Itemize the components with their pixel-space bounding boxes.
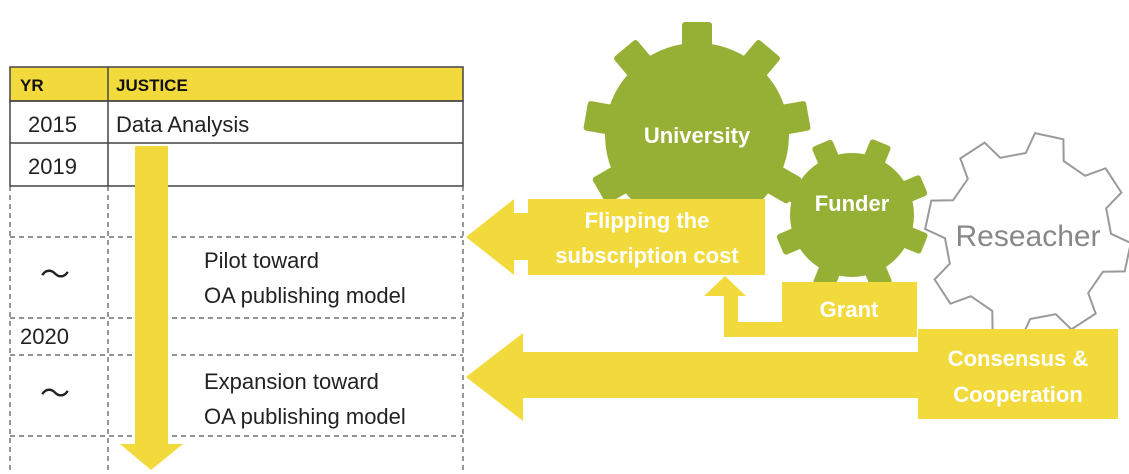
row-description: Data Analysis [116,112,249,137]
header-yr: YR [20,76,44,95]
row-year: 2015 [28,112,77,137]
header-justice: JUSTICE [116,76,188,95]
row-description: OA publishing model [204,283,406,308]
funder-label: Funder [815,191,890,216]
row-description: Expansion toward [204,369,379,394]
flipping-cost-box [528,199,765,275]
grant-arrow: Grant [704,276,917,337]
row-year-tilde: ～ [40,378,70,411]
row-description: OA publishing model [204,404,406,429]
consensus-arrow: Consensus & Cooperation [466,329,1118,421]
svg-text:Consensus &: Consensus & [948,346,1089,371]
flipping-arrow: Flipping the subscription cost [466,199,765,275]
timeline-down-arrow [120,146,183,470]
university-label: University [644,123,751,148]
svg-text:Flipping the: Flipping the [585,208,710,233]
justice-timeline-table: YR JUSTICE 2015 2019 ～ 2020 ～ Data Analy… [9,66,464,474]
funder-gear: Funder [776,139,928,291]
svg-text:subscription cost: subscription cost [555,243,739,268]
grant-box [782,282,917,337]
consensus-box [918,329,1118,419]
researcher-gear: Reseacher [924,132,1129,340]
svg-text:Grant: Grant [820,297,879,322]
row-description: Pilot toward [204,248,319,273]
svg-text:Cooperation: Cooperation [953,382,1083,407]
table-header-band [9,66,464,102]
row-year: 2019 [28,154,77,179]
researcher-label: Reseacher [955,220,1100,253]
row-year-tilde: ～ [40,259,70,292]
dashed-grid [9,186,464,474]
row-year: 2020 [20,324,69,349]
researcher-gear-outline [924,132,1129,340]
